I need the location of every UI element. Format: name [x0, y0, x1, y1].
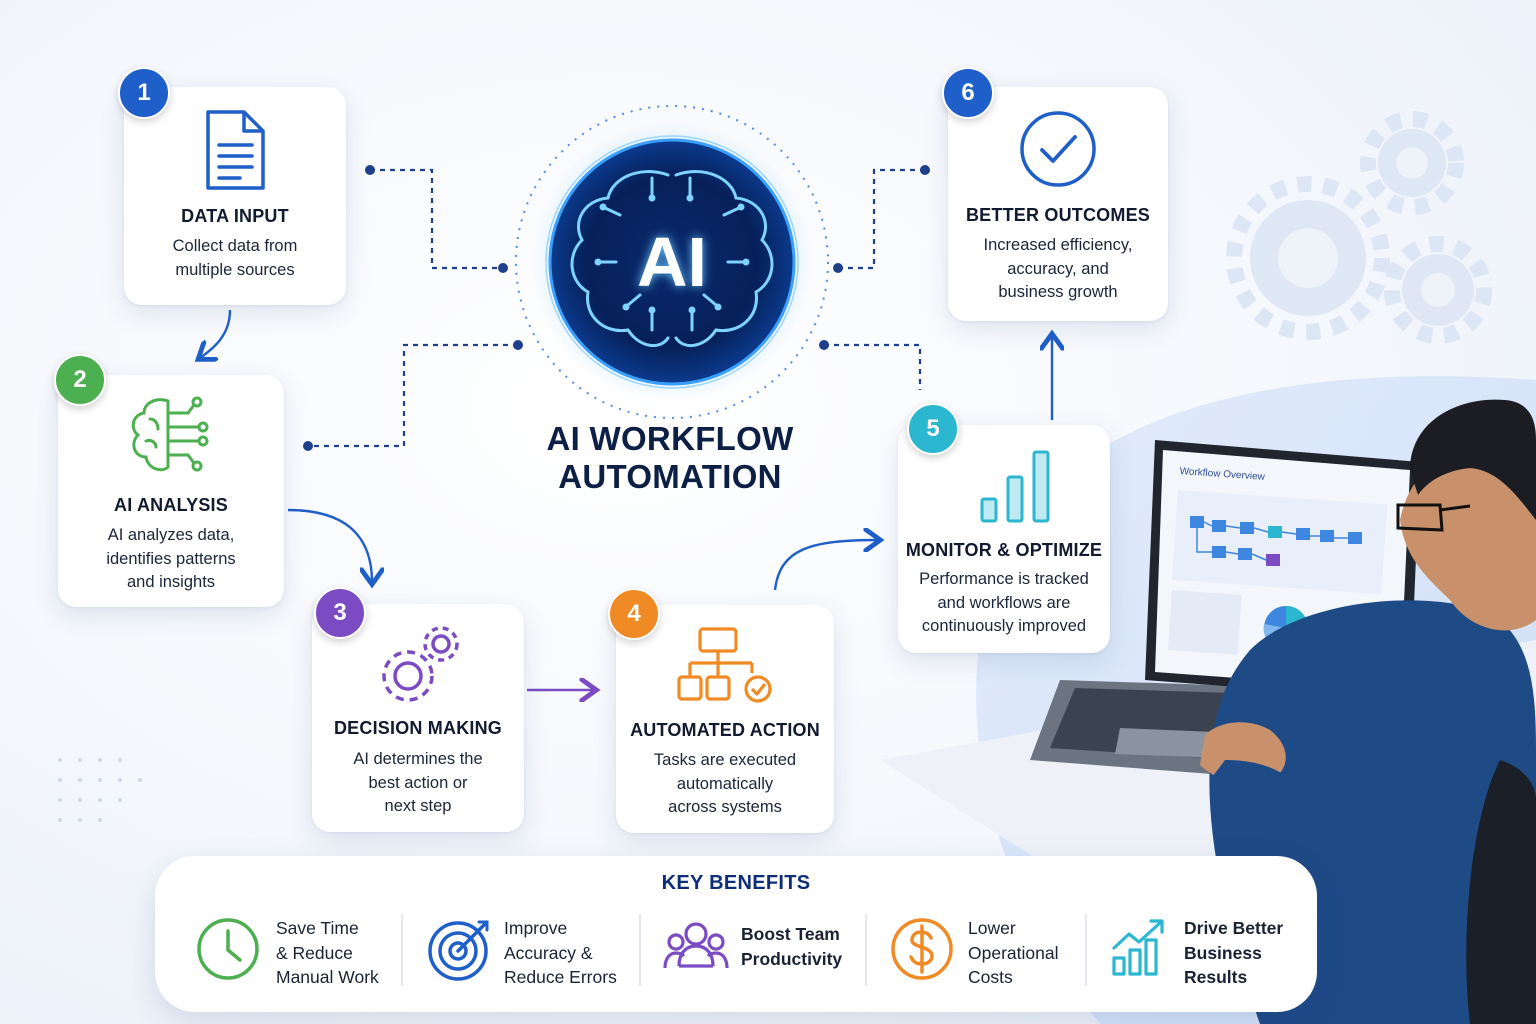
- desc-line: Performance is tracked: [919, 570, 1089, 588]
- benefit-save-time: Save Time & Reduce Manual Work: [195, 916, 395, 1000]
- benefit-line: Improve: [504, 918, 568, 938]
- desc-line: next step: [384, 797, 452, 815]
- step-card-ai-analysis: AI ANALYSIS AI analyzes data, identifies…: [58, 375, 284, 607]
- benefit-label: Drive Better Business Results: [1184, 916, 1283, 990]
- step-card-automated-action: AUTOMATED ACTION Tasks are executed auto…: [616, 605, 834, 833]
- benefit-label: Save Time & Reduce Manual Work: [276, 916, 379, 990]
- team-icon: [663, 922, 729, 969]
- step-card-monitor-optimize: MONITOR & OPTIMIZE Performance is tracke…: [898, 425, 1110, 653]
- desc-line: multiple sources: [175, 260, 295, 279]
- step-badge-5: 5: [907, 403, 959, 455]
- clock-icon: [197, 918, 259, 980]
- gears-icon: [382, 626, 459, 702]
- benefit-label: Improve Accuracy & Reduce Errors: [504, 916, 617, 990]
- benefit-lower-costs: Lower Operational Costs: [889, 916, 1089, 1000]
- step-badge-6: 6: [942, 67, 994, 119]
- desc-line: and insights: [126, 573, 216, 591]
- benefit-line: Drive Better: [1184, 918, 1284, 938]
- benefit-divider: [639, 914, 641, 986]
- desc-line: business growth: [998, 283, 1118, 301]
- ai-hub: AI: [637, 223, 707, 301]
- desc-line: AI analyzes data,: [107, 526, 235, 544]
- benefit-divider: [401, 914, 403, 986]
- brain-circuit-icon: [131, 396, 209, 472]
- step-badge-1: 1: [118, 67, 170, 119]
- page-title: AI WORKFLOW AUTOMATION: [520, 420, 820, 496]
- key-benefits-panel: KEY BENEFITS Save Time & Reduce Manual W…: [155, 856, 1317, 1012]
- growth-chart-icon: [1112, 919, 1164, 976]
- title-line-1: AI WORKFLOW: [546, 420, 794, 457]
- target-icon: [428, 920, 489, 981]
- desc-line: automatically: [676, 774, 774, 793]
- desc-line: Increased efficiency,: [983, 236, 1133, 254]
- step-title: BETTER OUTCOMES: [965, 205, 1150, 225]
- step-title: AUTOMATED ACTION: [630, 720, 820, 740]
- benefit-boost-productivity: Boost Team Productivity: [663, 916, 863, 1000]
- step-description: Tasks are executed automatically across …: [630, 749, 820, 820]
- benefit-line: Productivity: [741, 948, 843, 969]
- benefit-line: Reduce Errors: [504, 967, 617, 987]
- step-badge-2: 2: [54, 354, 106, 406]
- benefit-label: Boost Team Productivity: [741, 922, 842, 971]
- desc-line: best action or: [368, 773, 468, 792]
- benefit-line: Lower: [968, 918, 1016, 938]
- benefit-divider: [865, 914, 867, 986]
- step-card-data-input: DATA INPUT Collect data from multiple so…: [124, 87, 346, 305]
- step-title: DATA INPUT: [181, 206, 289, 226]
- step-description: Increased efficiency, accuracy, and busi…: [962, 234, 1154, 305]
- desc-line: across systems: [668, 798, 782, 816]
- benefit-line: Operational: [968, 942, 1059, 963]
- benefit-improve-accuracy: Improve Accuracy & Reduce Errors: [427, 916, 627, 1000]
- dollar-icon: [891, 918, 953, 980]
- check-circle-icon: [1020, 111, 1096, 187]
- document-icon: [206, 110, 265, 190]
- step-title: AI ANALYSIS: [114, 495, 228, 515]
- desc-line: continuously improved: [921, 617, 1087, 635]
- benefit-line: Costs: [968, 967, 1013, 987]
- desc-line: Collect data from: [172, 237, 298, 255]
- flowchart-check-icon: [677, 627, 772, 703]
- bar-chart-icon: [980, 450, 1050, 523]
- step-title: DECISION MAKING: [333, 718, 502, 738]
- desc-line: accuracy, and: [1007, 259, 1109, 278]
- benefit-line: Accuracy &: [504, 942, 593, 963]
- title-line-2: AUTOMATION: [558, 458, 782, 495]
- desc-line: and workflows are: [937, 593, 1071, 612]
- benefit-line: & Reduce: [276, 942, 353, 963]
- step-badge-3: 3: [314, 587, 366, 639]
- desc-line: identifies patterns: [106, 549, 236, 568]
- benefit-label: Lower Operational Costs: [968, 916, 1058, 990]
- step-badge-4: 4: [608, 588, 660, 640]
- step-description: Performance is tracked and workflows are…: [912, 568, 1096, 639]
- key-benefits-heading: KEY BENEFITS: [661, 872, 811, 894]
- step-card-decision-making: DECISION MAKING AI determines the best a…: [312, 604, 524, 832]
- benefit-line: Boost Team: [741, 924, 840, 944]
- step-description: Collect data from multiple sources: [138, 235, 332, 282]
- benefit-divider: [1085, 914, 1087, 986]
- step-description: AI analyzes data, identifies patterns an…: [72, 524, 270, 595]
- step-description: AI determines the best action or next st…: [326, 748, 510, 819]
- benefit-line: Results: [1184, 967, 1248, 987]
- desc-line: AI determines the: [353, 750, 483, 768]
- step-card-better-outcomes: BETTER OUTCOMES Increased efficiency, ac…: [948, 87, 1168, 321]
- benefit-drive-results: Drive Better Business Results: [1111, 916, 1311, 1000]
- benefit-line: Manual Work: [276, 967, 379, 987]
- desc-line: Tasks are executed: [653, 751, 797, 769]
- step-title: MONITOR & OPTIMIZE: [905, 540, 1103, 560]
- benefit-line: Save Time: [276, 918, 359, 938]
- benefit-line: Business: [1184, 942, 1262, 963]
